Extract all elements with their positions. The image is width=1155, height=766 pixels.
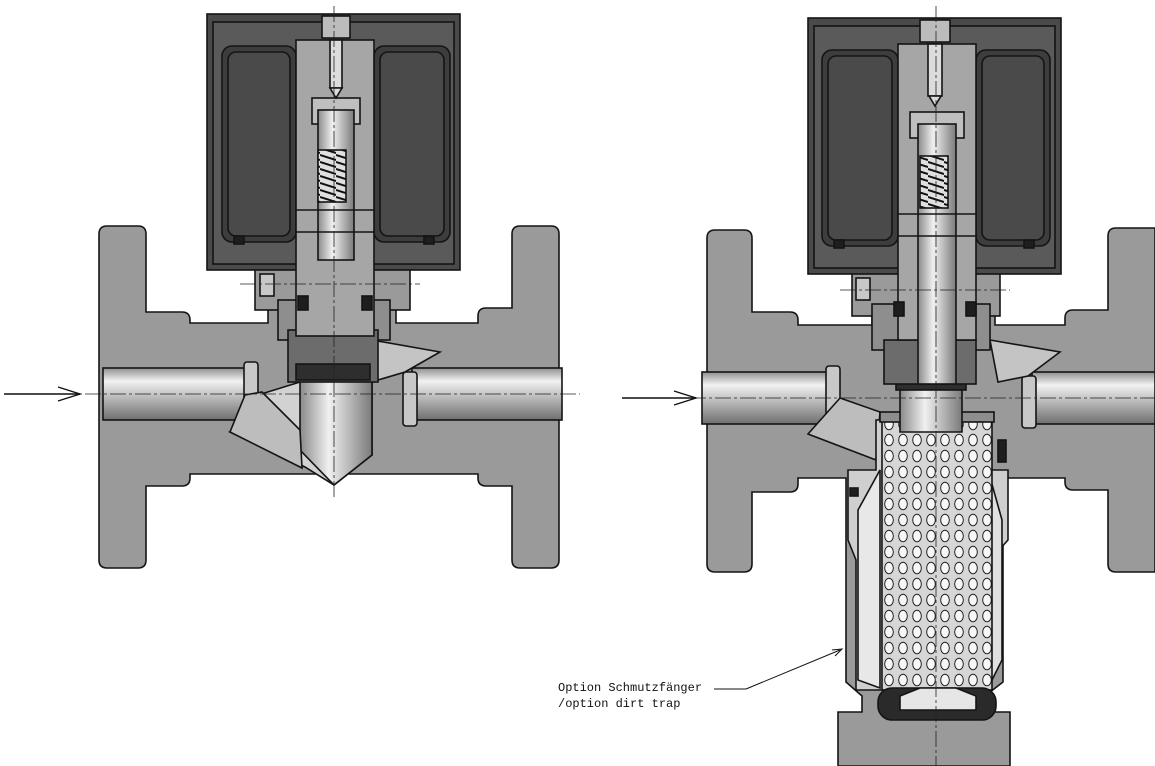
left-valve [98, 13, 563, 569]
right-valve [701, 17, 1155, 766]
left-spring [317, 149, 347, 203]
callout-label-english: /option dirt trap [558, 697, 681, 711]
right-spring [919, 155, 949, 209]
dirt-trap-strainer [881, 417, 993, 691]
callout-label-german: Option Schmutzfänger [558, 681, 703, 695]
right-flow-arrow [622, 390, 699, 406]
left-flow-arrow [4, 386, 83, 402]
callout-leader [714, 648, 844, 690]
dirt-trap-callout: Option Schmutzfänger /option dirt trap [558, 680, 702, 712]
